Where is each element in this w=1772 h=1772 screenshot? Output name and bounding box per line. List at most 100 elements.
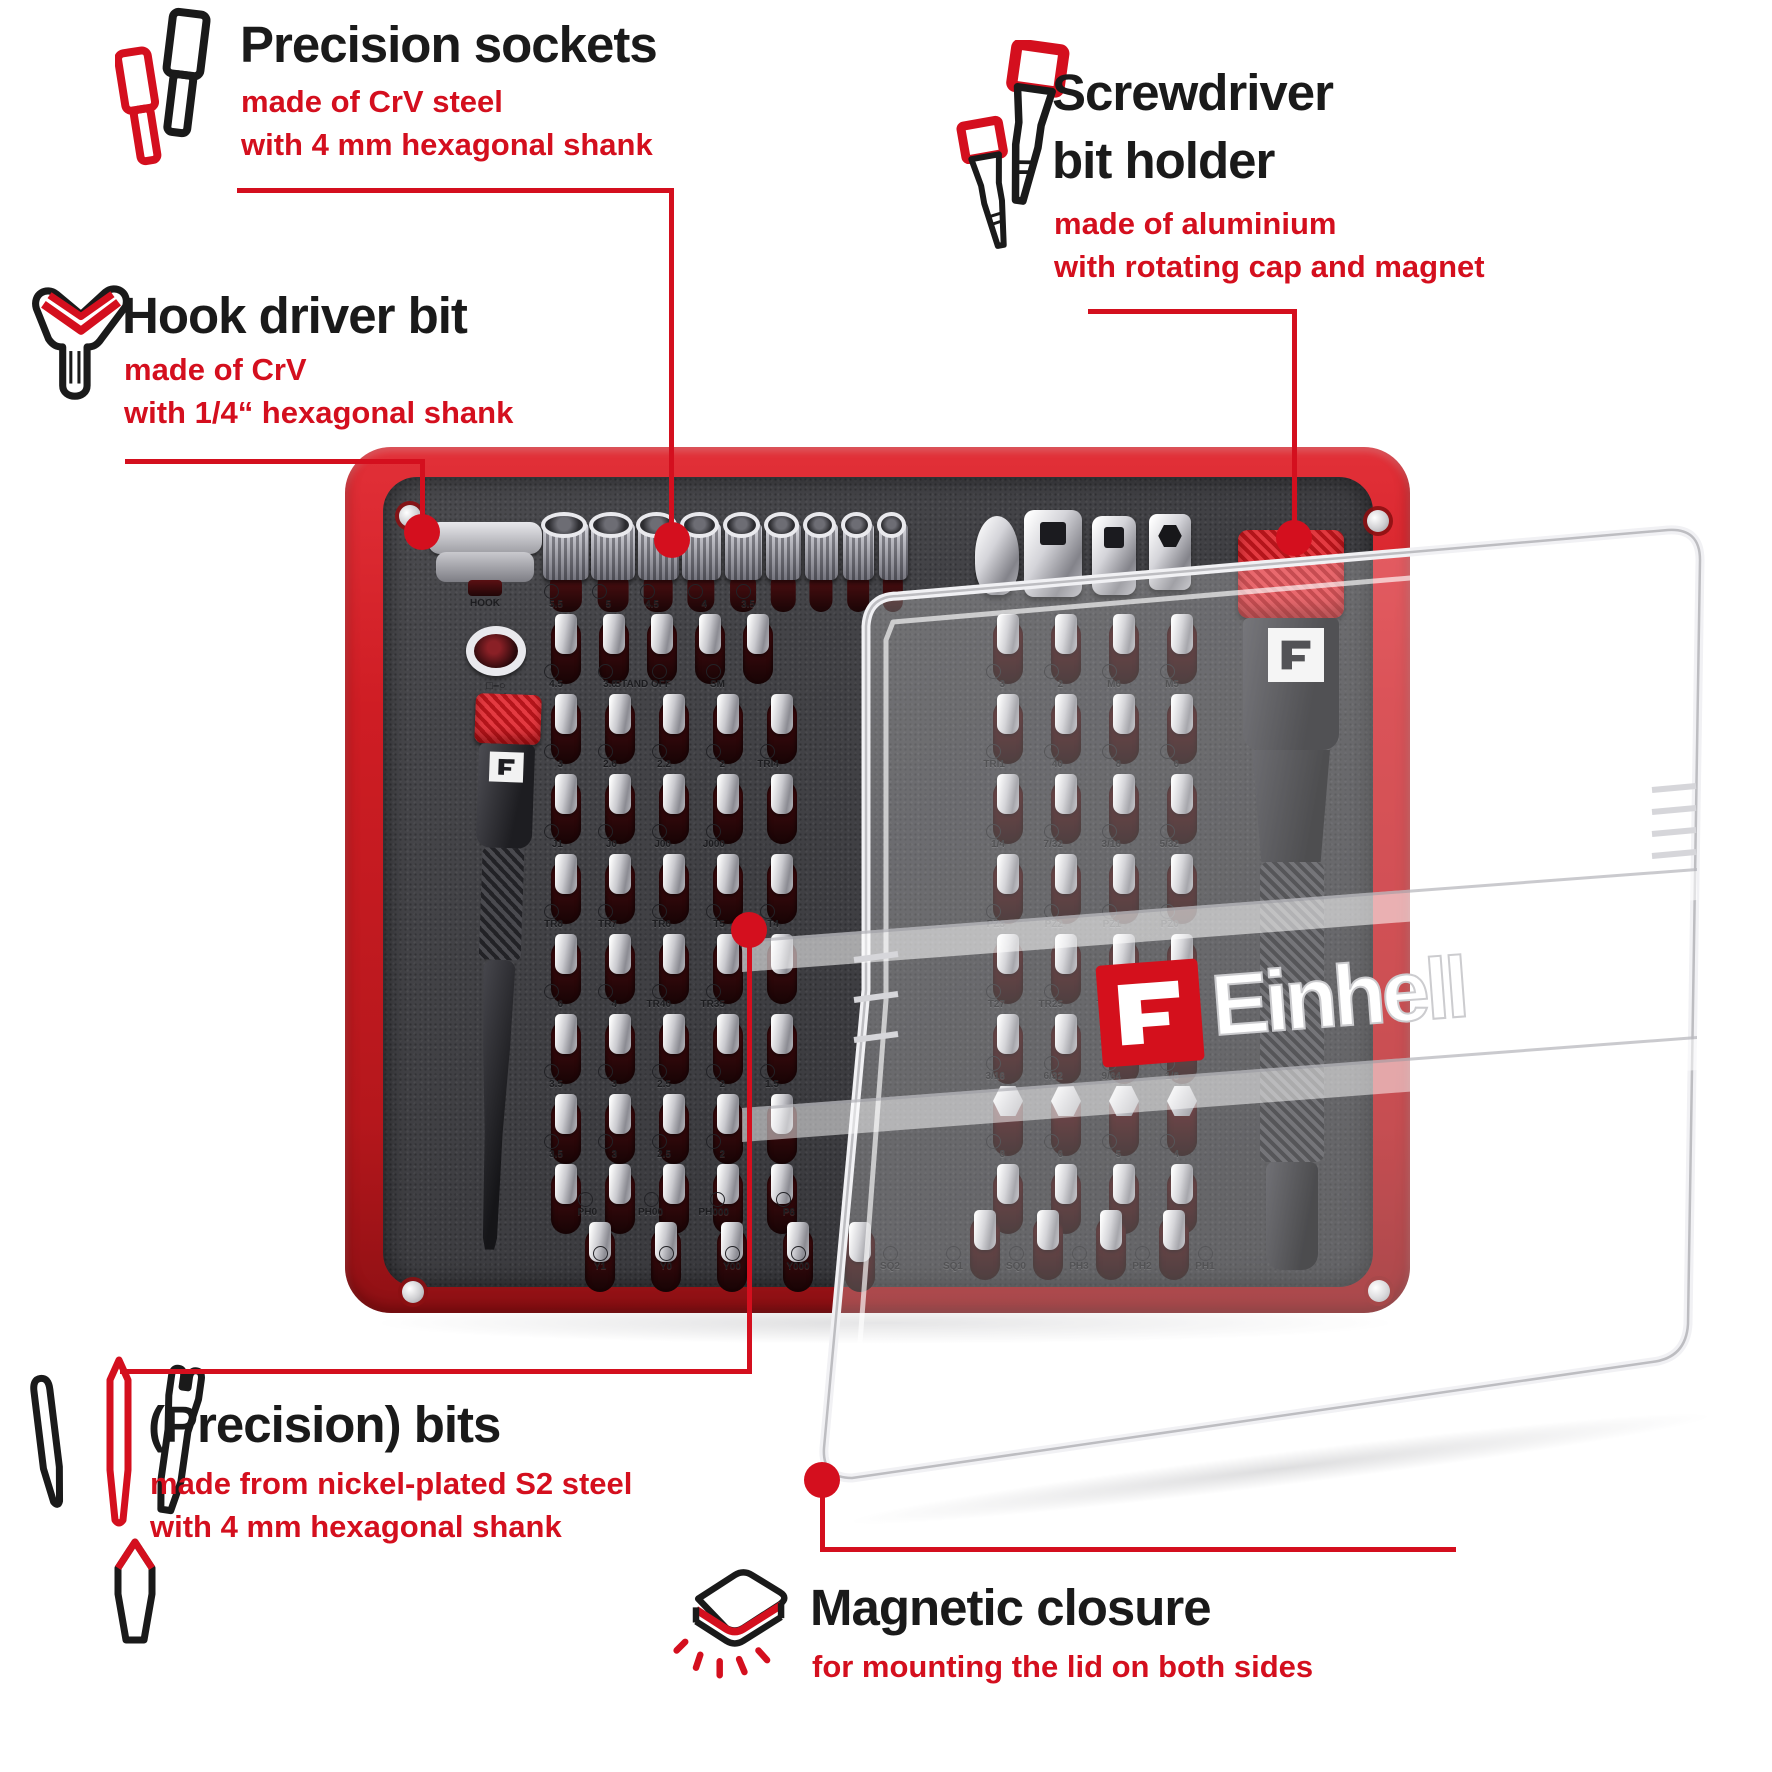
bit-tip [1171,694,1193,734]
einhell-e-icon [1281,640,1311,670]
socket-opening [763,512,799,538]
bit-symbol [1135,1246,1150,1261]
bit-size-label: 2.6 [603,759,617,770]
callout-dot [804,1462,840,1498]
lid-edge [822,528,1702,1480]
einhell-wordmark: Einhell [1208,939,1468,1054]
bit-size-label: SQ0 [986,1262,1046,1272]
bit-size-label: Y00 [723,1261,741,1272]
bit-slot [1107,604,1141,688]
bit-tip [555,614,577,654]
bit-symbol [760,744,775,759]
bit-size-label: PH1 [1175,1262,1235,1272]
bit-tip [997,1164,1019,1204]
bit-symbol [883,1246,898,1261]
bit-slot: 3.8 [598,664,637,768]
callout-line [1292,309,1297,537]
precision-screwdriver [452,692,552,1265]
bit-size-label: 6 [1119,760,1179,770]
bit-slot: 2 [706,744,745,848]
bit-symbol [1160,664,1175,679]
square-hole [1104,527,1124,548]
bit-symbol [706,744,721,759]
precision-socket [876,512,908,612]
bit-tip [699,614,721,654]
bit-tip [1113,1164,1135,1204]
bit-tip [609,934,631,974]
bit-size-label: TRI4 [757,759,779,770]
bit-label: Y000 [781,1246,815,1352]
bit-tip [609,694,631,734]
corner-screw [402,1281,424,1303]
bit-tip [609,1164,631,1204]
bit-symbol [652,984,667,999]
callout-dot [654,522,690,558]
einhell-e-icon [1117,980,1180,1046]
bit-label: Y1 [583,1246,617,1352]
bit-tip [717,1094,739,1134]
bit-size-label: M6 [1061,680,1121,690]
bit-size-label: Y0 [659,1261,673,1272]
bit-size-label: T5 [713,919,725,930]
bit-symbol [598,824,613,839]
bits-icon [30,1356,205,1644]
bit-symbol [946,1246,961,1261]
bit-tip [663,694,685,734]
precision-bits-sub1: made from nickel-plated S2 steel [150,1466,633,1501]
bit-symbol [710,1192,725,1207]
bit-symbol [706,904,721,919]
callout-dot [1276,520,1312,556]
bit-size-label: 4.5 [645,599,659,610]
bit-symbol [1198,1246,1213,1261]
bit-symbol [1160,1134,1175,1149]
bit-slot: 4.5 [640,584,679,688]
bit-symbol [644,1192,659,1207]
bit-size-label: 6 [557,999,563,1010]
einhell-chip [488,751,524,783]
bit-symbol [578,1192,593,1207]
hook-driver-sub2: with 1/4“ hexagonal shank [124,395,514,430]
hook-driver-icon [32,285,130,400]
bit-slot: 3 [598,1064,637,1168]
magnet-icon [673,1569,788,1679]
bit-size-label: 6 [1003,1150,1063,1160]
bit-symbol [1044,744,1059,759]
precision-bits-heading: (Precision) bits [148,1396,501,1453]
bit-symbol [598,664,613,679]
bit-tip [555,774,577,814]
bit-symbol [1044,1134,1059,1149]
bit-tip [1113,614,1135,654]
callout-dot [404,514,440,550]
bit-symbol [776,1192,791,1207]
bit-size-label: 1.5 [765,1079,779,1090]
bit-label: Y00 [715,1246,749,1352]
lid-inner-edge [849,553,1671,1451]
bit-tip [1113,854,1135,894]
callout-line [820,1478,825,1552]
bit-tip [717,934,739,974]
bit-symbol [544,584,559,599]
einhell-chip [1268,628,1324,682]
precision-socket [722,512,762,612]
bit-size-label: 3 [611,1079,617,1090]
bit-tip [997,694,1019,734]
bit-size-label: PH2 [1112,1262,1172,1272]
bit-symbol [986,984,1001,999]
socket-opening [541,512,587,538]
bit-tip [997,1014,1019,1054]
precision-bits-sub2: with 4 mm hexagonal shank [150,1509,562,1544]
bit-tip [609,1094,631,1134]
bit-tip [609,774,631,814]
bit-symbol [544,904,559,919]
bit-tip [997,854,1019,894]
bit-size-label: 2 [1003,680,1063,690]
bit-symbol [986,664,1001,679]
bit-symbol [1044,984,1059,999]
bit-size-label: 3.8 [603,679,617,690]
bit-size-label: 2 [719,1149,725,1160]
bit-tip [771,1014,793,1054]
bit-size-label: 5 [1061,1150,1121,1160]
bit-symbol [706,1064,721,1079]
bit-slot: TRI4 [757,744,799,848]
magnetic-closure-heading: Magnetic closure [810,1579,1212,1636]
